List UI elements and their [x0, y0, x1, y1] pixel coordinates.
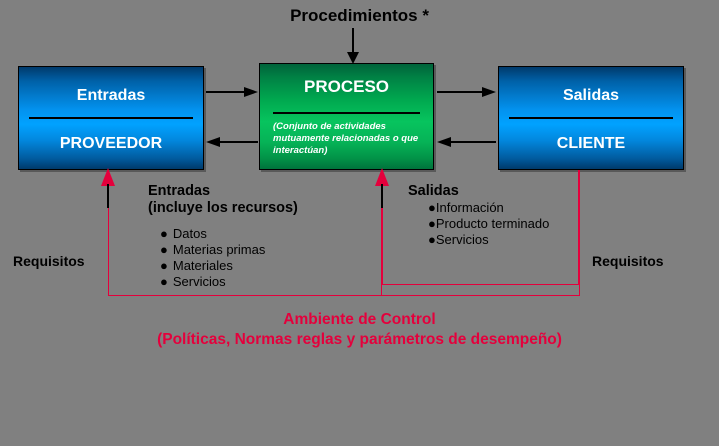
inputs-item-label: Materias primas	[172, 242, 266, 257]
inputs-item: ● Datos	[160, 226, 378, 242]
inputs-item-label: Servicios	[172, 274, 226, 289]
control-to-process-arrow-icon	[375, 168, 389, 208]
client-box-divider	[509, 117, 673, 119]
supplier-to-process-arrow-icon	[206, 87, 258, 97]
outputs-item-label: Servicios	[435, 232, 489, 247]
control-frame-left-spacer	[108, 170, 580, 296]
supplier-box-divider	[29, 117, 193, 119]
outputs-block: Salidas ●Información ●Producto terminado…	[408, 183, 588, 248]
inputs-heading-line2: (incluye los recursos)	[148, 200, 298, 216]
control-environment-caption: Ambiente de Control (Políticas, Normas r…	[0, 310, 719, 350]
control-frame-right-right-edge	[578, 170, 579, 285]
diagram-title: Procedimientos *	[290, 6, 429, 25]
bullet-icon: ●	[428, 232, 436, 247]
requirements-label-left: Requisitos	[13, 253, 85, 269]
supplier-box: Entradas PROVEEDOR	[18, 66, 204, 170]
client-box-subtitle: CLIENTE	[556, 135, 626, 152]
supplier-box-subtitle: PROVEEDOR	[59, 135, 163, 152]
bullet-icon: ●	[428, 216, 436, 231]
procedimientos-down-arrow-icon	[347, 28, 359, 64]
process-box: PROCESO (Conjunto de actividades mutuame…	[259, 63, 434, 170]
client-box-title: Salidas	[562, 87, 620, 104]
control-frame-left-right-edge	[381, 170, 382, 296]
process-box-title: PROCESO	[303, 77, 390, 96]
outputs-item: ●Servicios	[428, 232, 588, 248]
inputs-item: ● Servicios	[160, 274, 378, 290]
process-box-note: (Conjunto de actividades mutuamente rela…	[273, 121, 419, 156]
outputs-item: ●Producto terminado	[428, 216, 588, 232]
bullet-icon: ●	[160, 242, 168, 257]
client-box: Salidas CLIENTE	[498, 66, 684, 170]
control-frame-right-left-edge	[382, 170, 383, 285]
control-frame-left-bottom	[108, 295, 382, 296]
inputs-item: ● Materias primas	[160, 242, 378, 258]
process-to-client-arrow-icon	[437, 87, 496, 97]
control-frame-left-left-edge	[108, 170, 109, 296]
caption-line1: Ambiente de Control	[283, 311, 436, 328]
bullet-icon: ●	[160, 226, 168, 241]
supplier-box-title: Entradas	[76, 87, 146, 104]
client-to-process-arrow-icon	[437, 137, 496, 147]
bullet-icon: ●	[160, 274, 168, 289]
caption-line2: (Políticas, Normas reglas y parámetros d…	[157, 331, 562, 348]
outputs-item: ●Información	[428, 200, 588, 216]
inputs-item: ● Materiales	[160, 258, 378, 274]
inputs-block: Entradas (incluye los recursos) ● Datos ●…	[148, 183, 378, 290]
process-to-supplier-arrow-icon	[206, 137, 258, 147]
control-frame-right-bottom	[382, 284, 579, 285]
outputs-heading: Salidas	[408, 183, 459, 199]
process-box-divider	[273, 112, 420, 114]
inputs-heading-line1: Entradas	[148, 183, 211, 199]
bullet-icon: ●	[428, 200, 436, 215]
outputs-item-label: Producto terminado	[435, 216, 550, 231]
control-to-supplier-arrow-icon	[101, 168, 115, 208]
outputs-item-label: Información	[435, 200, 504, 215]
inputs-item-label: Materiales	[172, 258, 233, 273]
requirements-label-right: Requisitos	[592, 253, 664, 269]
inputs-item-label: Datos	[172, 226, 207, 241]
bullet-icon: ●	[160, 258, 168, 273]
